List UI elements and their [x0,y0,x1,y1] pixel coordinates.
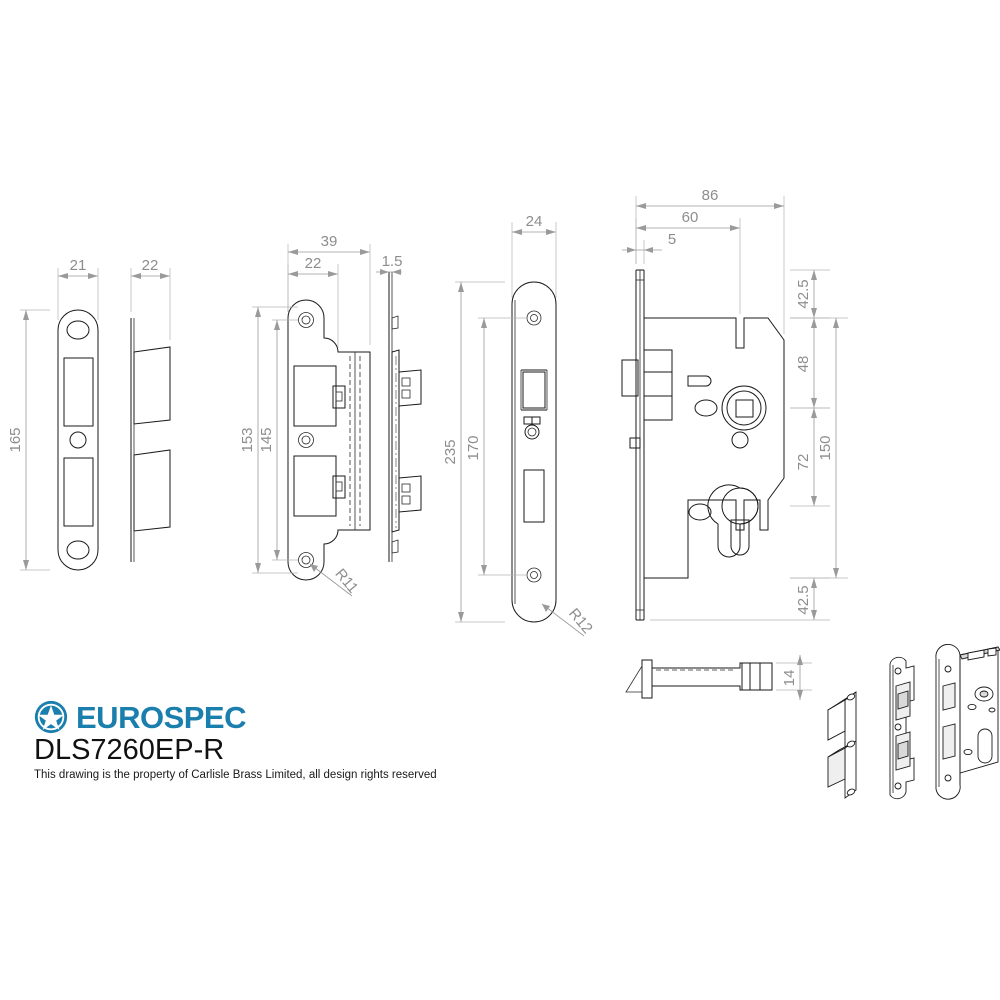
dim-case-to-bottom-label: 42.5 [795,585,812,614]
dim-follower-to-cylinder: 72 [790,407,830,507]
dim-keep2-plate-width: 22 [287,255,339,348]
dim-keep-overall-length: 165 [7,309,50,571]
dim-faceplate-overall-length: 235 [442,281,505,623]
dim-keep-width-label: 21 [70,257,87,274]
iso-rebate-keep-plate [889,656,915,800]
dim-faceplate-corner-radius-label: R12 [565,605,596,637]
dim-keep-overall-length-label: 165 [7,427,24,452]
dim-keep2-overall-width-label: 39 [321,233,338,250]
lock-case-side-view [621,269,785,621]
strike-plate-side-view [130,318,171,562]
brand-name: EUROSPEC [76,699,246,735]
dim-keep2-plate-width-label: 22 [305,255,322,272]
dim-case-length-label: 150 [817,435,834,460]
lock-case-top-view [625,659,773,699]
dim-keep2-screw-centres-inner-label: 145 [258,427,275,452]
dim-faceplate-corner-radius: R12 [541,603,596,637]
dim-forend-offset: 5 [622,231,676,264]
dim-latch-to-follower-label: 48 [795,356,812,373]
dim-backset: 60 [635,209,741,314]
dim-case-to-bottom: 42.5 [650,577,830,621]
iso-lock-case-with-faceplate [935,644,1000,800]
rebate-keep-side-view [388,272,422,562]
dim-keep-width: 21 [57,257,99,320]
dim-faceplate-screw-centres: 170 [465,317,528,576]
dim-faceplate-overall-length-label: 235 [442,439,459,464]
strike-plate-front-view [57,309,99,571]
dim-keep2-corner-radius-label: R11 [331,566,361,597]
dim-keep2-screw-centres-outer: 153 [239,306,298,574]
dim-faceplate-width-label: 24 [526,213,543,230]
dim-case-overall-depth: 86 [635,187,785,334]
dim-keep2-screw-centres-outer-label: 153 [239,427,256,452]
dim-keep2-plate-thickness-label: 1.5 [382,253,403,270]
dim-case-thickness-label: 14 [781,670,798,687]
dim-keep-depth: 22 [130,257,171,340]
dim-top-to-case-label: 42.5 [795,279,812,308]
dim-follower-to-cylinder-label: 72 [795,454,812,471]
brand-logo: EUROSPEC [34,700,464,734]
dim-keep2-corner-radius: R11 [309,563,361,597]
part-number: DLS7260EP-R [34,734,225,766]
dim-keep2-plate-thickness: 1.5 [376,253,402,275]
dim-forend-offset-label: 5 [668,231,676,248]
star-in-circle-logo-icon [34,700,68,734]
dim-latch-to-follower: 48 [790,317,830,409]
isometric-assembly-view [827,644,1000,800]
dim-case-thickness: 14 [776,655,812,700]
dim-faceplate-screw-centres-label: 170 [465,435,482,460]
dim-keep-depth-label: 22 [142,257,159,274]
dim-case-overall-depth-label: 86 [702,187,719,204]
dim-top-to-case: 42.5 [790,269,830,319]
rights-notice: This drawing is the property of Carlisle… [34,769,437,782]
lock-faceplate-front-view [511,281,557,623]
dim-faceplate-width: 24 [511,213,557,298]
iso-strike-box-keep [827,691,857,799]
dim-keep2-overall-width: 39 [287,233,371,345]
dim-keep2-screw-centres-inner: 145 [258,319,298,561]
title-block: EUROSPEC DLS7260EP-R This drawing is the… [34,700,464,781]
dim-backset-label: 60 [682,209,699,226]
rebate-keep-front-view [287,299,371,581]
